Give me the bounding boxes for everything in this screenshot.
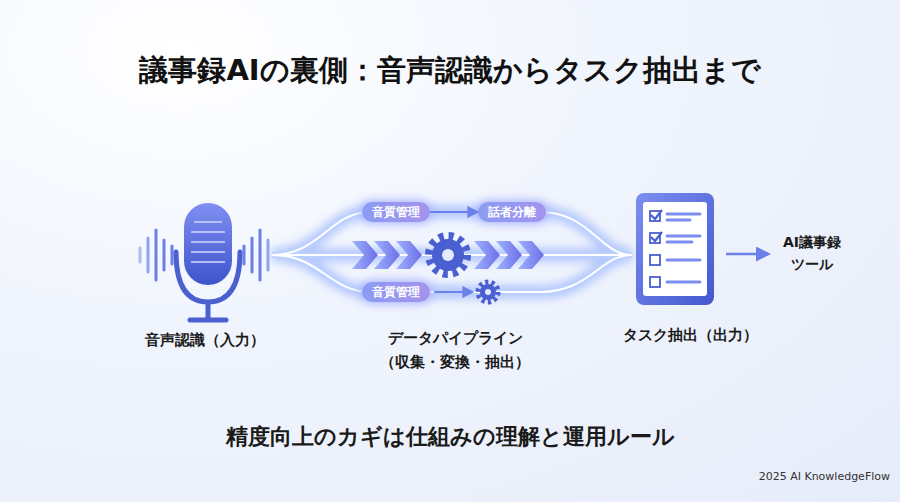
- node-label: 話者分離: [488, 205, 536, 219]
- output-label: AI議事録 ツール: [780, 231, 844, 275]
- tablet-icon: [636, 193, 714, 305]
- input-node: 音声認識（入力）: [130, 190, 280, 355]
- node-label: 音声認識（入力）: [130, 330, 280, 350]
- process-pill: 話者分離: [478, 202, 546, 222]
- caption: 精度向上のカギは仕組みの理解と運用ルール: [0, 421, 900, 453]
- output-arrow: [726, 254, 768, 255]
- output-node: タスク抽出（出力）: [620, 185, 760, 355]
- stage-label: データパイプライン（収集・変換・抽出）: [375, 326, 535, 374]
- flow-arrow: [430, 211, 477, 213]
- process-pill: 音質管理: [362, 282, 430, 302]
- process-pill: 音質管理: [362, 202, 430, 222]
- gear-icon: [429, 236, 498, 302]
- footer-note: 2025 AI KnowledgeFlow: [690, 470, 890, 484]
- title: 議事録AIの裏側：音声認識からタスク抽出まで: [0, 50, 900, 90]
- node-label: タスク抽出（出力）: [620, 325, 760, 345]
- leader-arrow: [434, 291, 472, 293]
- microphone-icon: [176, 203, 240, 320]
- flow-band: [272, 212, 632, 292]
- node-label: 音質管理: [372, 205, 420, 219]
- node-label: 音質管理: [372, 285, 420, 299]
